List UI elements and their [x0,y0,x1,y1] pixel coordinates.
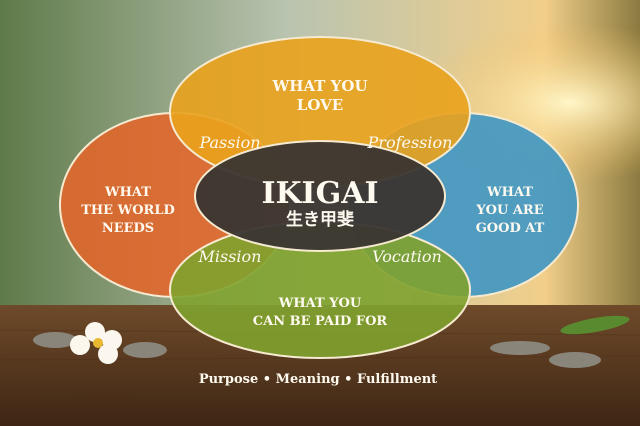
good-label: GOOD AT [476,221,545,236]
center-ikigai [194,140,446,252]
stone [33,332,77,348]
ikigai-japanese: 生き甲斐 [286,209,355,230]
ikigai-title: IKIGAI [261,176,378,211]
good-label: YOU ARE [475,203,543,218]
paid-label: WHAT YOU [278,296,362,311]
mission-label: Mission [198,247,262,266]
stone [490,341,550,355]
good-label: WHAT [486,185,533,200]
world-label: THE WORLD [81,203,175,218]
passion-label: Passion [198,133,260,152]
flower-icon [70,322,122,364]
love-label: LOVE [297,96,343,114]
stone [123,342,167,358]
tagline: Purpose • Meaning • Fulfillment [199,372,437,387]
paid-label: CAN BE PAID FOR [253,314,388,329]
profession-label: Profession [367,133,453,152]
love-label: WHAT YOU [271,77,367,95]
stone [549,352,601,368]
world-label: NEEDS [102,221,154,236]
vocation-label: Vocation [372,247,442,266]
world-label: WHAT [104,185,151,200]
leaves [560,315,630,335]
